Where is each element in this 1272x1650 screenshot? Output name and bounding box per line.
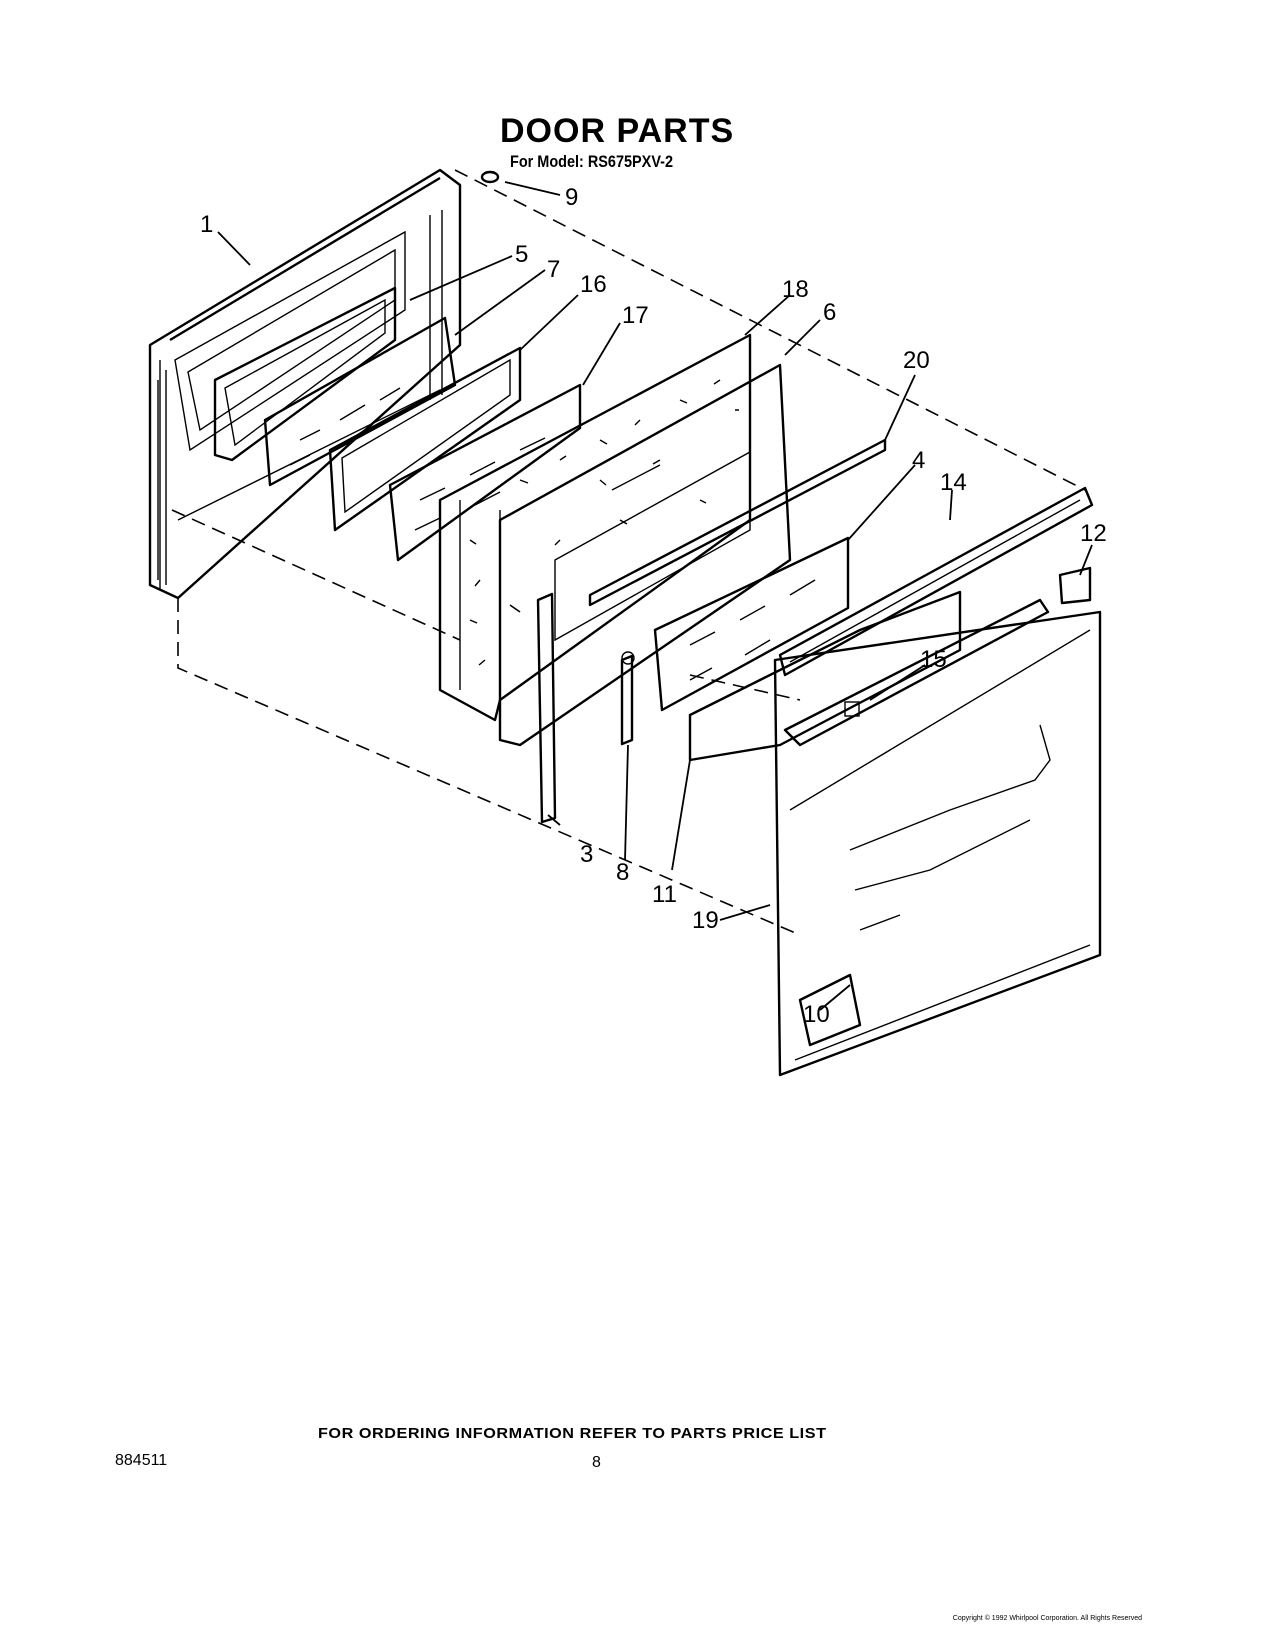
handle	[1058, 566, 1092, 605]
side-trim	[536, 592, 557, 824]
hinge	[620, 651, 635, 746]
ordering-note: FOR ORDERING INFORMATION REFER TO PARTS …	[318, 1425, 827, 1442]
callout-6: 6	[823, 299, 836, 326]
callout-5: 5	[515, 241, 528, 268]
inner-door-liner	[498, 363, 792, 747]
middle-glass	[388, 383, 582, 562]
copyright-text: Copyright © 1992 Whirlpool Corporation. …	[952, 1615, 1142, 1622]
callout-1: 1	[200, 211, 213, 238]
baffle	[688, 590, 962, 762]
window-glass	[653, 536, 850, 712]
callout-4: 4	[912, 447, 925, 474]
top-trim	[778, 486, 1094, 677]
lower-corner-bracket	[798, 973, 862, 1047]
callout-8: 8	[616, 859, 629, 886]
door-outer-panel	[773, 610, 1102, 1077]
callout-18: 18	[782, 276, 809, 303]
glass-frame	[328, 346, 522, 532]
callout-17: 17	[622, 302, 649, 329]
callout-7: 7	[547, 256, 560, 283]
callout-15: 15	[920, 646, 947, 673]
screw	[480, 170, 500, 184]
page-number: 8	[592, 1454, 601, 1471]
callout-3: 3	[580, 841, 593, 868]
callout-12: 12	[1080, 520, 1107, 547]
handle-bracket	[783, 598, 1050, 747]
callout-14: 14	[940, 469, 967, 496]
page-title: DOOR PARTS	[500, 112, 735, 150]
document-number: 884511	[115, 1452, 168, 1469]
inner-glass	[263, 316, 457, 487]
model-label: For Model: RS675PXV-2	[510, 152, 674, 171]
callout-16: 16	[580, 271, 607, 298]
callout-11: 11	[652, 881, 677, 908]
leader-lines	[217, 181, 1093, 1011]
callout-20: 20	[903, 347, 930, 374]
callout-9: 9	[565, 184, 578, 211]
outer-door-panel	[148, 168, 462, 600]
insulation	[438, 333, 752, 722]
callout-labels: 1 3 4 5 6 7 8 9 10 11 12 14 15 16 17 18 …	[200, 184, 1107, 1028]
support-strip	[588, 438, 887, 607]
callout-10: 10	[803, 1001, 830, 1028]
window-frame	[213, 286, 397, 462]
callout-19: 19	[692, 907, 719, 934]
